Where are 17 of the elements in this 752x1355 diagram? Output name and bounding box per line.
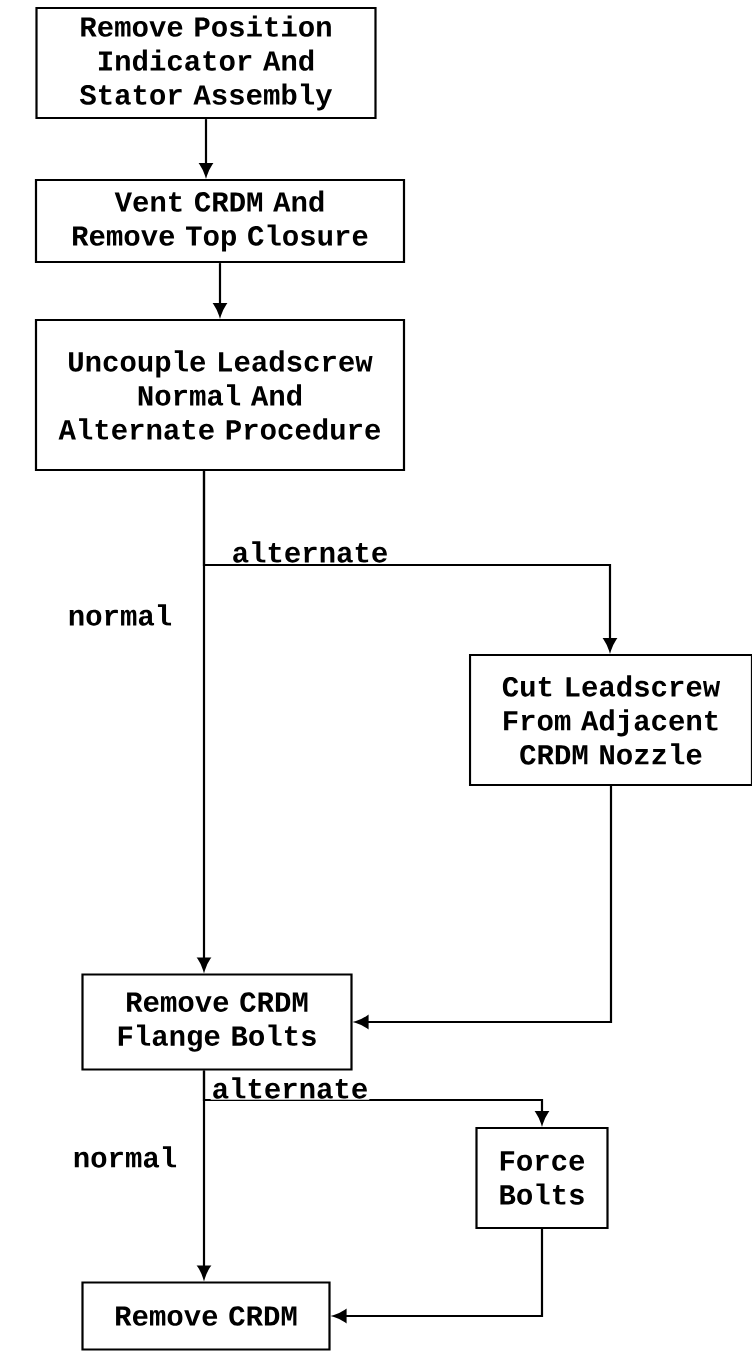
process-box: Force Bolts: [475, 1126, 609, 1230]
process-box: Remove CRDM: [81, 1281, 331, 1351]
arrow: [355, 786, 613, 1029]
process-box: Remove Position Indicator And Stator Assembly: [35, 6, 377, 120]
arrow: [199, 119, 213, 177]
process-box: Cut Leadscrew From Adjacent CRDM Nozzle: [468, 653, 752, 787]
edge-label: normal: [66, 603, 174, 627]
arrow: [333, 1229, 544, 1323]
arrow: [197, 1070, 211, 1279]
edge-label: alternate: [230, 540, 390, 564]
edge-label: alternate: [210, 1076, 370, 1100]
arrow: [197, 471, 211, 971]
arrow: [213, 263, 227, 317]
process-box: Uncouple Leadscrew Normal And Alternate Procedure: [34, 318, 406, 472]
process-box: Remove CRDM Flange Bolts: [81, 973, 353, 1071]
process-box: Vent CRDM And Remove Top Closure: [34, 178, 406, 264]
edge-label: normal: [71, 1145, 179, 1169]
